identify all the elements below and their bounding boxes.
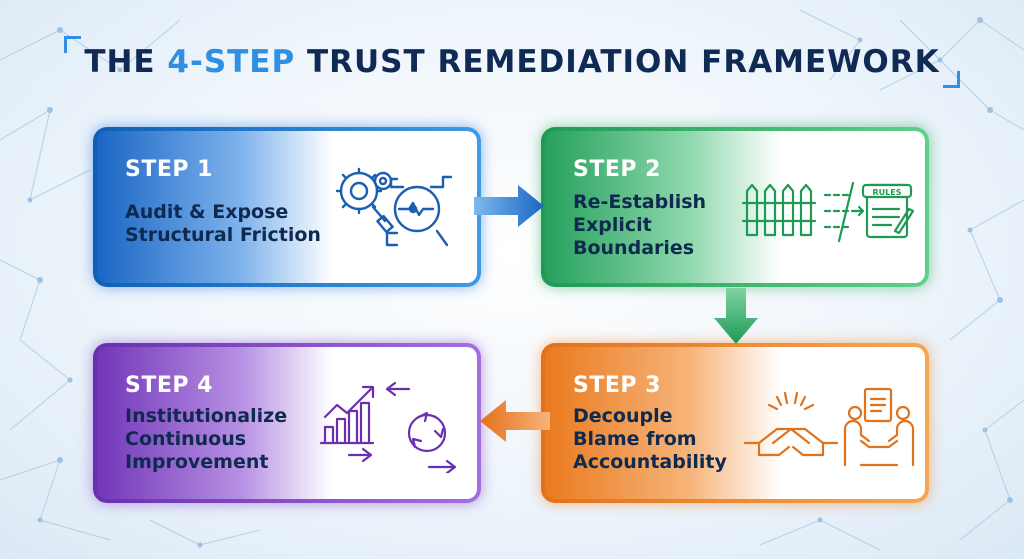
step-4-desc-line: Improvement xyxy=(125,451,269,473)
step-3-label: STEP 3 xyxy=(573,373,661,398)
arrow-step1-to-step2 xyxy=(474,185,544,227)
step-1-desc-line: Audit & Expose xyxy=(125,201,289,223)
step-3-description: Decouple Blame from Accountability xyxy=(573,405,788,474)
step-2-card: STEP 2 Re-Establish Explicit Boundaries xyxy=(541,127,929,287)
page-title: THE 4-STEP TRUST REMEDIATION FRAMEWORK xyxy=(64,36,960,88)
arrow-step3-to-step4 xyxy=(480,400,550,442)
step-2-desc-line: Explicit xyxy=(573,214,652,236)
step-2-label: STEP 2 xyxy=(573,157,661,182)
step-2-desc-line: Re-Establish xyxy=(573,191,707,213)
step-4-desc-line: Institutionalize xyxy=(125,405,288,427)
step-3-desc-line: Accountability xyxy=(573,451,727,473)
title-part-2: TRUST REMEDIATION FRAMEWORK xyxy=(295,44,940,80)
arrow-step2-to-step3 xyxy=(714,288,758,344)
step-2-desc-line: Boundaries xyxy=(573,237,695,259)
title-area: THE 4-STEP TRUST REMEDIATION FRAMEWORK xyxy=(0,36,1024,88)
step-3-card: STEP 3 Decouple Blame from Accountabilit… xyxy=(541,343,929,503)
title-part-1: THE xyxy=(84,44,168,80)
step-1-desc-line: Structural Friction xyxy=(125,224,321,246)
title-frame-corner xyxy=(942,71,960,88)
title-frame-corner xyxy=(64,36,82,53)
rules-sign-text: RULES xyxy=(873,188,902,197)
fence-rules-icon: RULES xyxy=(741,181,915,243)
step-1-label: STEP 1 xyxy=(125,157,213,182)
title-accent: 4-STEP xyxy=(167,44,296,80)
step-3-desc-line: Decouple xyxy=(573,405,673,427)
magnifier-gears-pipes-icon xyxy=(335,167,453,247)
step-1-description: Audit & Expose Structural Friction xyxy=(125,201,340,247)
step-3-desc-line: Blame from xyxy=(573,428,697,450)
step-4-desc-line: Continuous xyxy=(125,428,247,450)
step-4-card: STEP 4 Institutionalize Continuous Impro… xyxy=(93,343,481,503)
growth-chart-cycle-icon xyxy=(319,381,457,473)
step-2-description: Re-Establish Explicit Boundaries xyxy=(573,191,788,260)
step-4-label: STEP 4 xyxy=(125,373,213,398)
step-4-description: Institutionalize Continuous Improvement xyxy=(125,405,340,474)
pointing-hands-handshake-icon xyxy=(743,387,915,467)
step-1-card: STEP 1 Audit & Expose Structural Frictio… xyxy=(93,127,481,287)
